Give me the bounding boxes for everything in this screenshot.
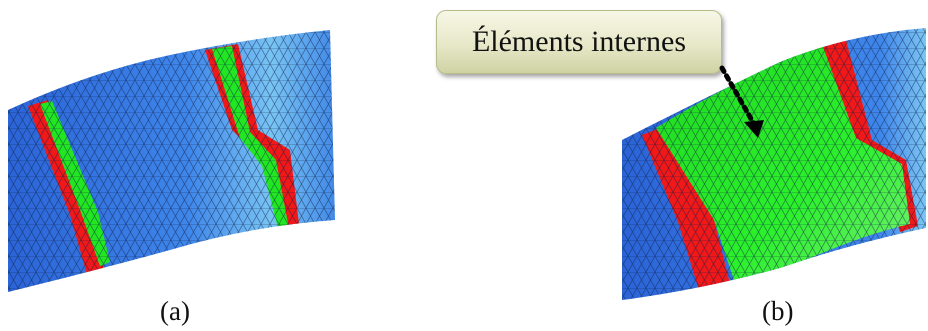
- caption-a: (a): [160, 296, 190, 326]
- caption-b: (b): [762, 296, 794, 326]
- callout-label: Éléments internes: [471, 25, 687, 58]
- callout-arrow: [719, 65, 764, 138]
- mesh-image-a: [0, 0, 340, 300]
- callout-box: Éléments internes: [436, 10, 722, 74]
